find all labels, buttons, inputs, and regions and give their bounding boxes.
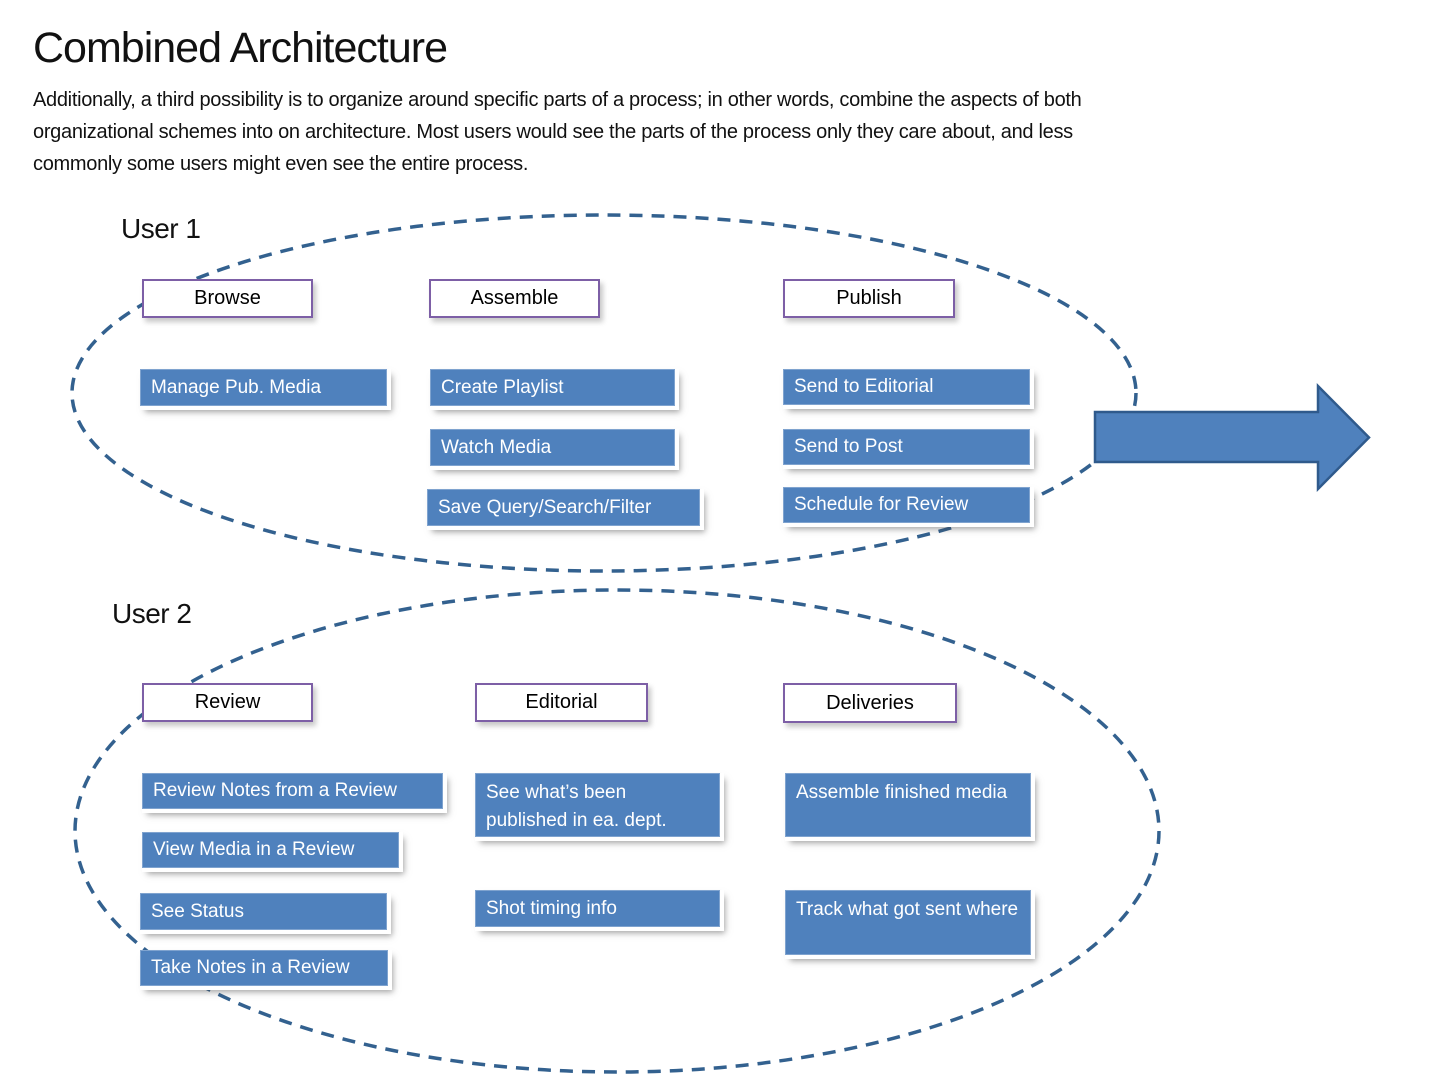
task-see-whats-been-published: See what’s been published in ea. dept. [475,773,720,837]
category-browse: Browse [142,279,313,318]
task-manage-pub-media: Manage Pub. Media [140,369,387,406]
user1-label: User 1 [121,213,201,244]
task-send-to-post: Send to Post [783,429,1030,465]
task-watch-media: Watch Media [430,429,675,466]
user2-label: User 2 [112,598,192,629]
task-schedule-for-review: Schedule for Review [783,487,1030,523]
task-create-playlist: Create Playlist [430,369,675,406]
intro-paragraph-line: organizational schemes into on architect… [33,121,1073,143]
process-flow-arrow [1093,382,1371,493]
task-see-status: See Status [140,893,387,930]
category-assemble: Assemble [429,279,600,318]
user2-group-ellipse [73,588,1161,1074]
page-title: Combined Architecture [33,24,448,72]
intro-paragraph-line: Additionally, a third possibility is to … [33,89,1082,111]
task-assemble-finished-media: Assemble finished media [785,773,1031,837]
intro-paragraph-line: commonly some users might even see the e… [33,153,529,175]
category-review: Review [142,683,313,722]
task-track-what-got-sent-where: Track what got sent where [785,890,1031,955]
task-save-query-search-filter: Save Query/Search/Filter [427,489,700,526]
task-view-media-in-a-review: View Media in a Review [142,832,399,868]
task-take-notes-in-a-review: Take Notes in a Review [140,950,388,986]
category-editorial: Editorial [475,683,648,722]
intro-paragraph: Additionally, a third possibility is to … [33,84,1413,180]
user1-group-ellipse [70,213,1138,573]
category-deliveries: Deliveries [783,683,957,723]
category-publish: Publish [783,279,955,318]
task-send-to-editorial: Send to Editorial [783,369,1030,405]
task-review-notes-from-a-review: Review Notes from a Review [142,773,443,809]
task-shot-timing-info: Shot timing info [475,890,720,927]
